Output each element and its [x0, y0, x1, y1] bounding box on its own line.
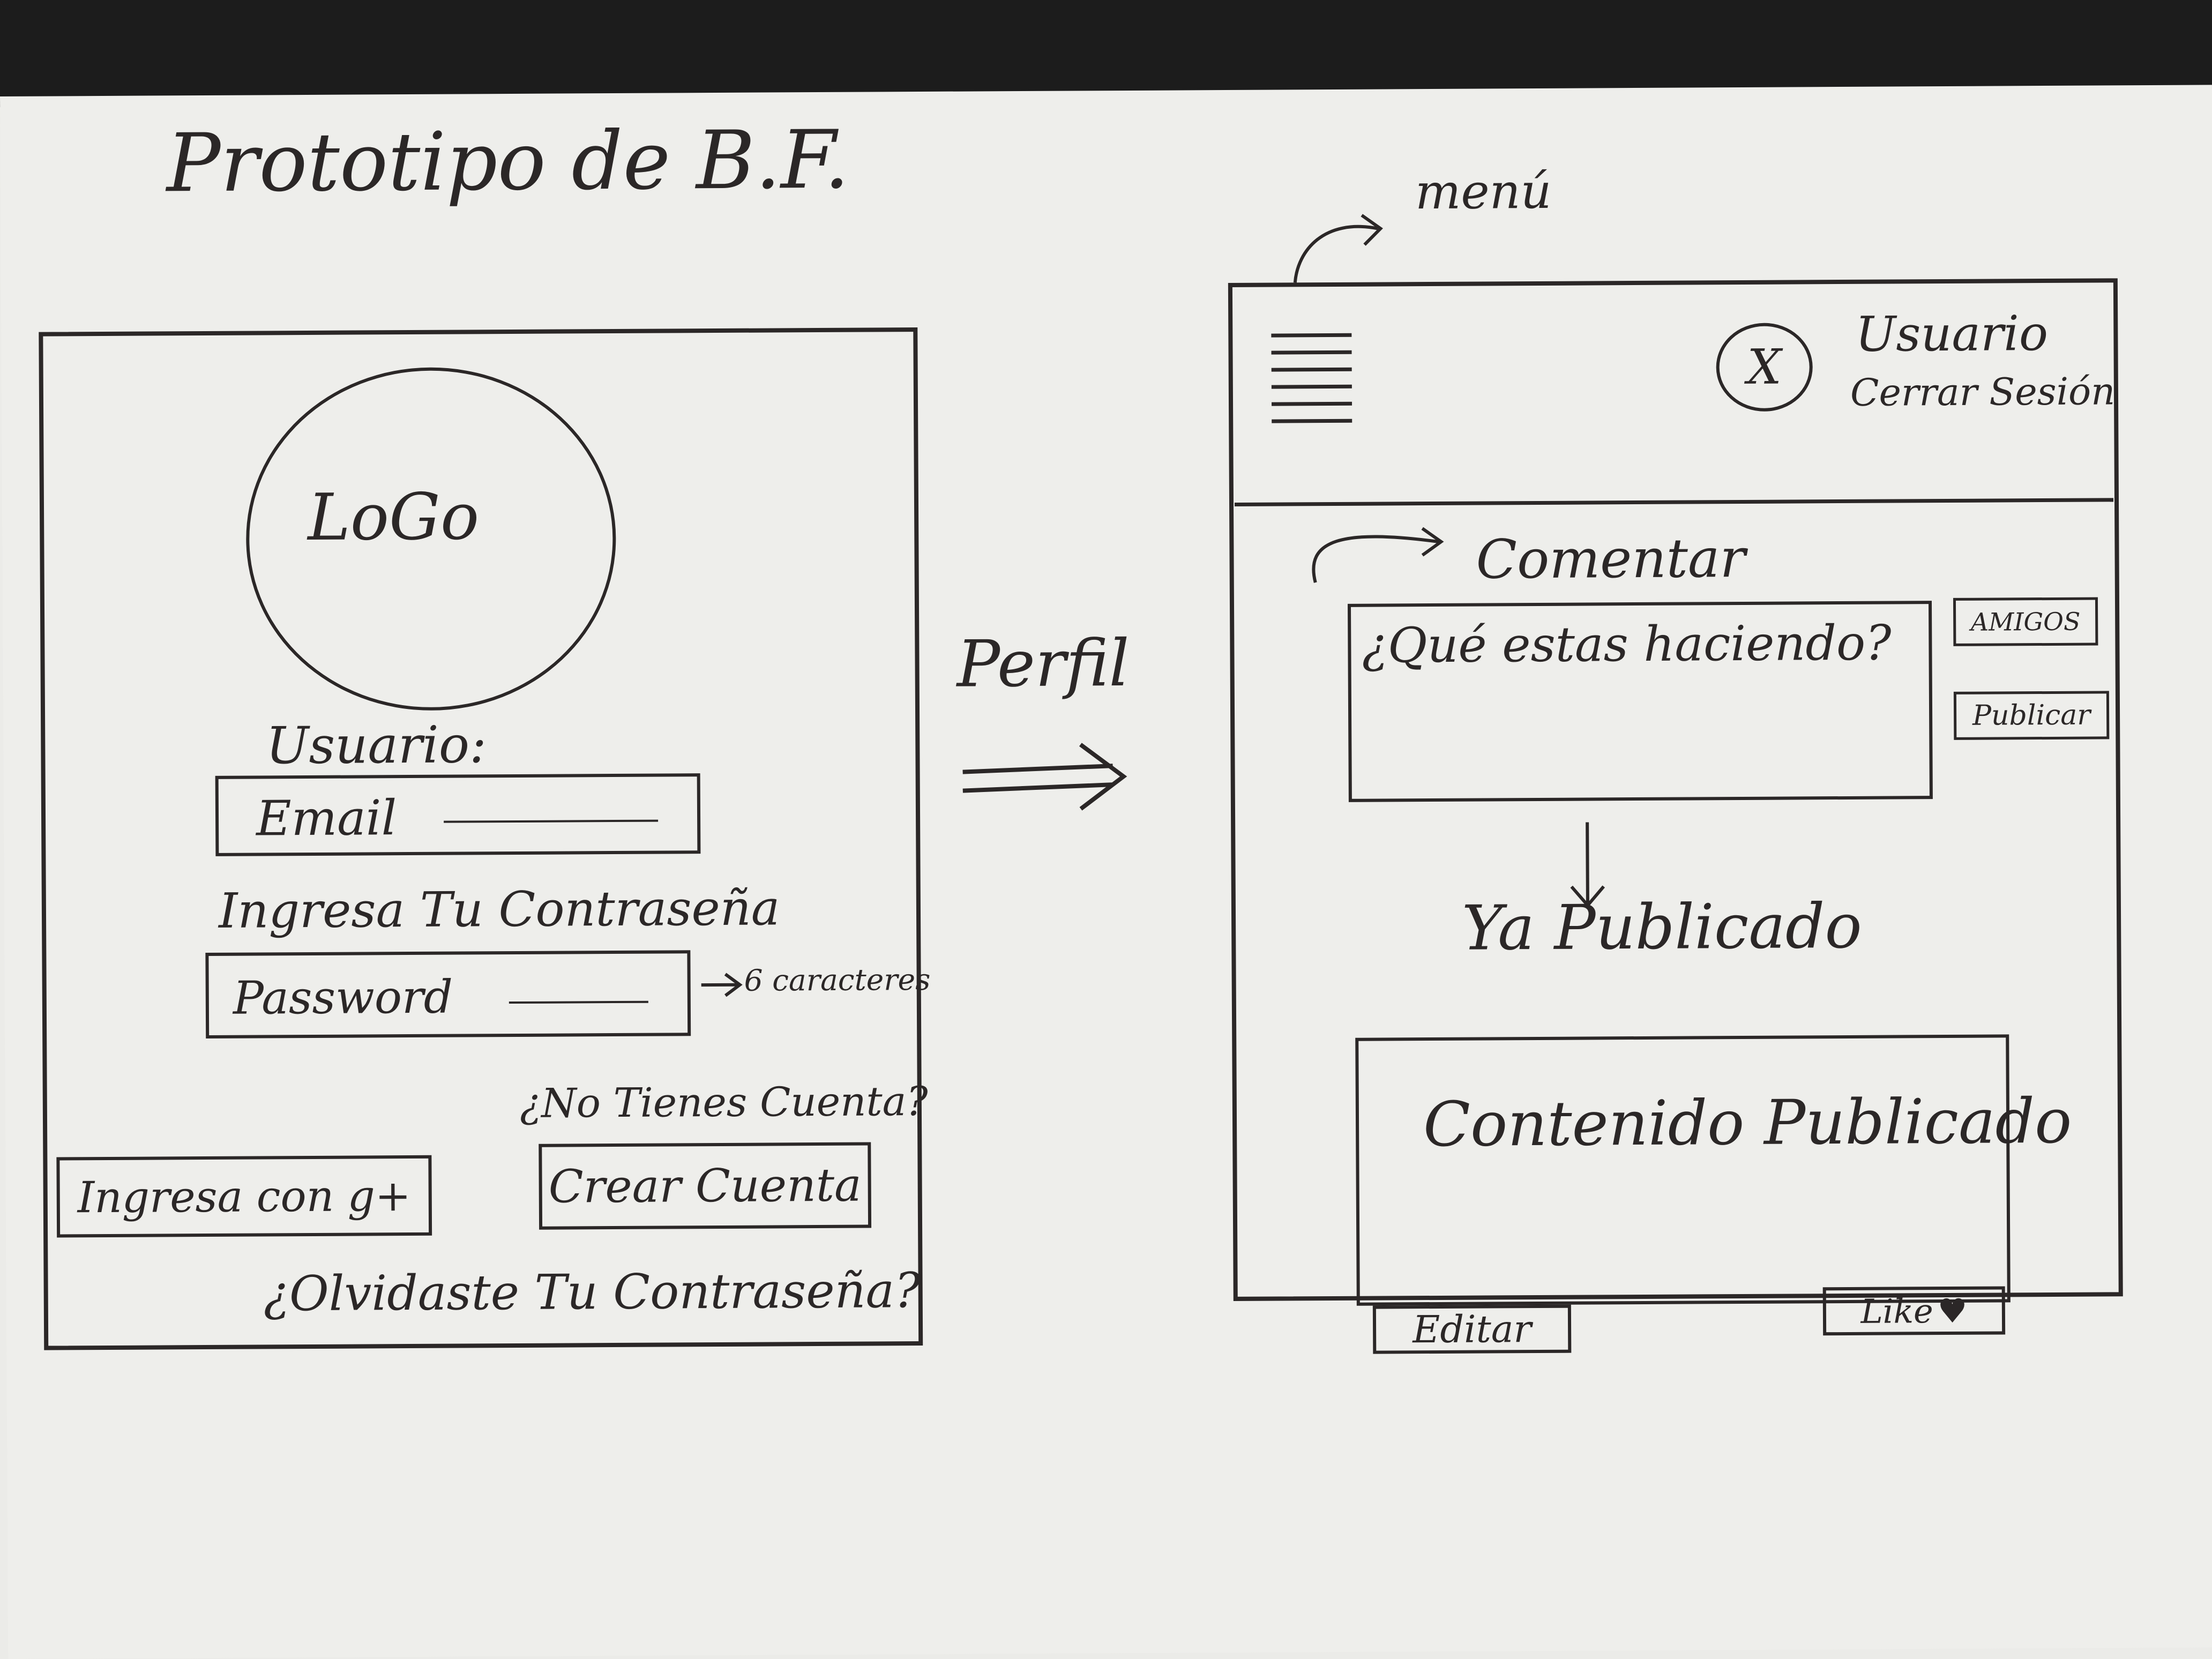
down-arrow-icon: [1570, 822, 1605, 908]
sketch-paper: Prototipo de B.F. LoGo Usuario: Email In…: [0, 85, 2212, 1659]
password-note-arrow: [701, 973, 743, 997]
comment-note-arrow: [1312, 527, 1444, 583]
right-arrow-icon: [962, 743, 1127, 811]
annotation-strokes: [701, 214, 1605, 997]
menu-note-arrow: [1293, 214, 1383, 283]
